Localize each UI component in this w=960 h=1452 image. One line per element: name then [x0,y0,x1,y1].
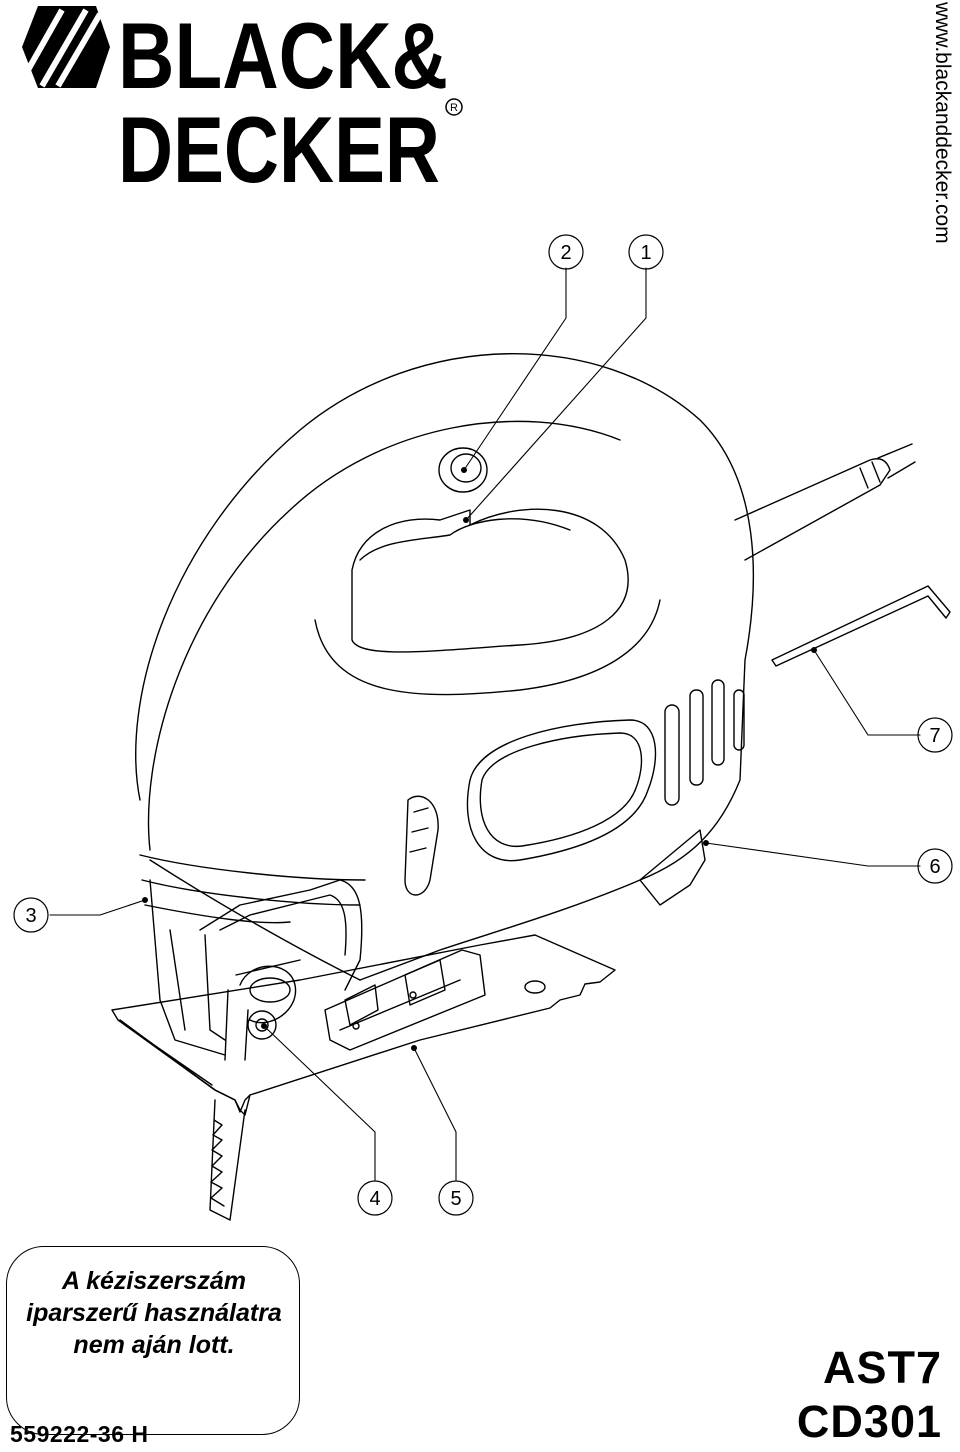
brand-line-2: DECKER [118,97,440,190]
saw-blade [209,1099,246,1221]
callout-1-label: 1 [640,242,651,264]
blade-clamp [224,959,301,1061]
registered-mark-icon [445,98,463,116]
warning-line-1: A kéziszerszám [62,1267,246,1295]
callout-2: 2 [548,234,584,270]
registered-mark: R [450,102,458,114]
logo-hexagon-icon [22,6,110,88]
callout-2-label: 2 [560,242,571,264]
callout-7-label: 7 [929,725,940,747]
callout-6: 6 [917,848,953,884]
callout-6-label: 6 [929,856,940,878]
base-plate [111,934,616,1116]
callout-leaders [49,267,921,1181]
callout-4: 4 [357,1180,393,1216]
website-url: www.blackanddecker.com [928,2,958,244]
callout-5: 5 [438,1180,474,1216]
brand-line-1: BLACK& [118,3,448,108]
callout-3-label: 3 [25,905,36,927]
jigsaw-drawing: 2 1 3 4 5 6 7 [13,234,953,1221]
callout-dots [142,467,817,1051]
callout-7: 7 [917,717,953,753]
warning-line-2: iparszerű használatra [26,1299,282,1327]
black-and-decker-logo: BLACK& DECKER R [22,3,463,190]
document-code: 559222-36 H [10,1421,149,1447]
callout-1: 1 [628,234,664,270]
hex-key [771,585,951,667]
warning-line-3: nem aján lott. [73,1331,235,1359]
jigsaw-body [135,353,754,1056]
callout-3: 3 [13,897,49,933]
power-cable [734,443,916,561]
callout-5-label: 5 [450,1188,461,1210]
callout-4-label: 4 [369,1188,380,1210]
model-number-2: CD301 [796,1396,942,1447]
website-url-text: www.blackanddecker.com [931,2,954,244]
model-number-1: AST7 [822,1342,942,1393]
warning-box: A kéziszerszám iparszerű használatra nem… [6,1246,300,1435]
